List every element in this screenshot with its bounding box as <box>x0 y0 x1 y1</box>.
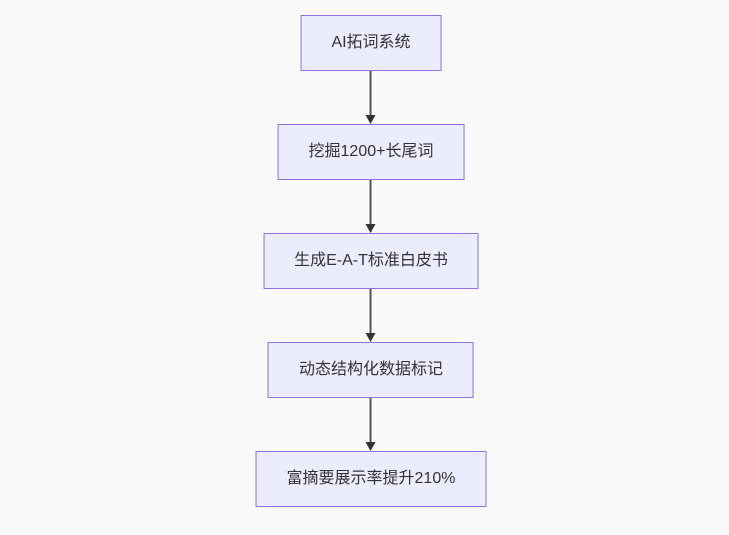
flow-node-n4: 动态结构化数据标记 <box>267 342 474 398</box>
edge-n2-to-n3 <box>366 180 376 233</box>
flow-node-n1: AI拓词系统 <box>300 15 442 71</box>
arrowhead-down-icon <box>366 115 376 124</box>
flow-column: AI拓词系统挖掘1200+长尾词生成E-A-T标准白皮书动态结构化数据标记富摘要… <box>255 15 487 507</box>
edge-n3-to-n4 <box>366 289 376 342</box>
edge-line <box>370 71 372 115</box>
arrowhead-down-icon <box>366 333 376 342</box>
arrowhead-down-icon <box>366 442 376 451</box>
flow-node-n5: 富摘要展示率提升210% <box>255 451 487 507</box>
edge-line <box>370 180 372 224</box>
flow-node-n3: 生成E-A-T标准白皮书 <box>263 233 479 289</box>
edge-line <box>370 289 372 333</box>
flow-node-n2: 挖掘1200+长尾词 <box>277 124 465 180</box>
edge-n1-to-n2 <box>366 71 376 124</box>
edge-line <box>370 398 372 442</box>
arrowhead-down-icon <box>366 224 376 233</box>
edge-n4-to-n5 <box>366 398 376 451</box>
